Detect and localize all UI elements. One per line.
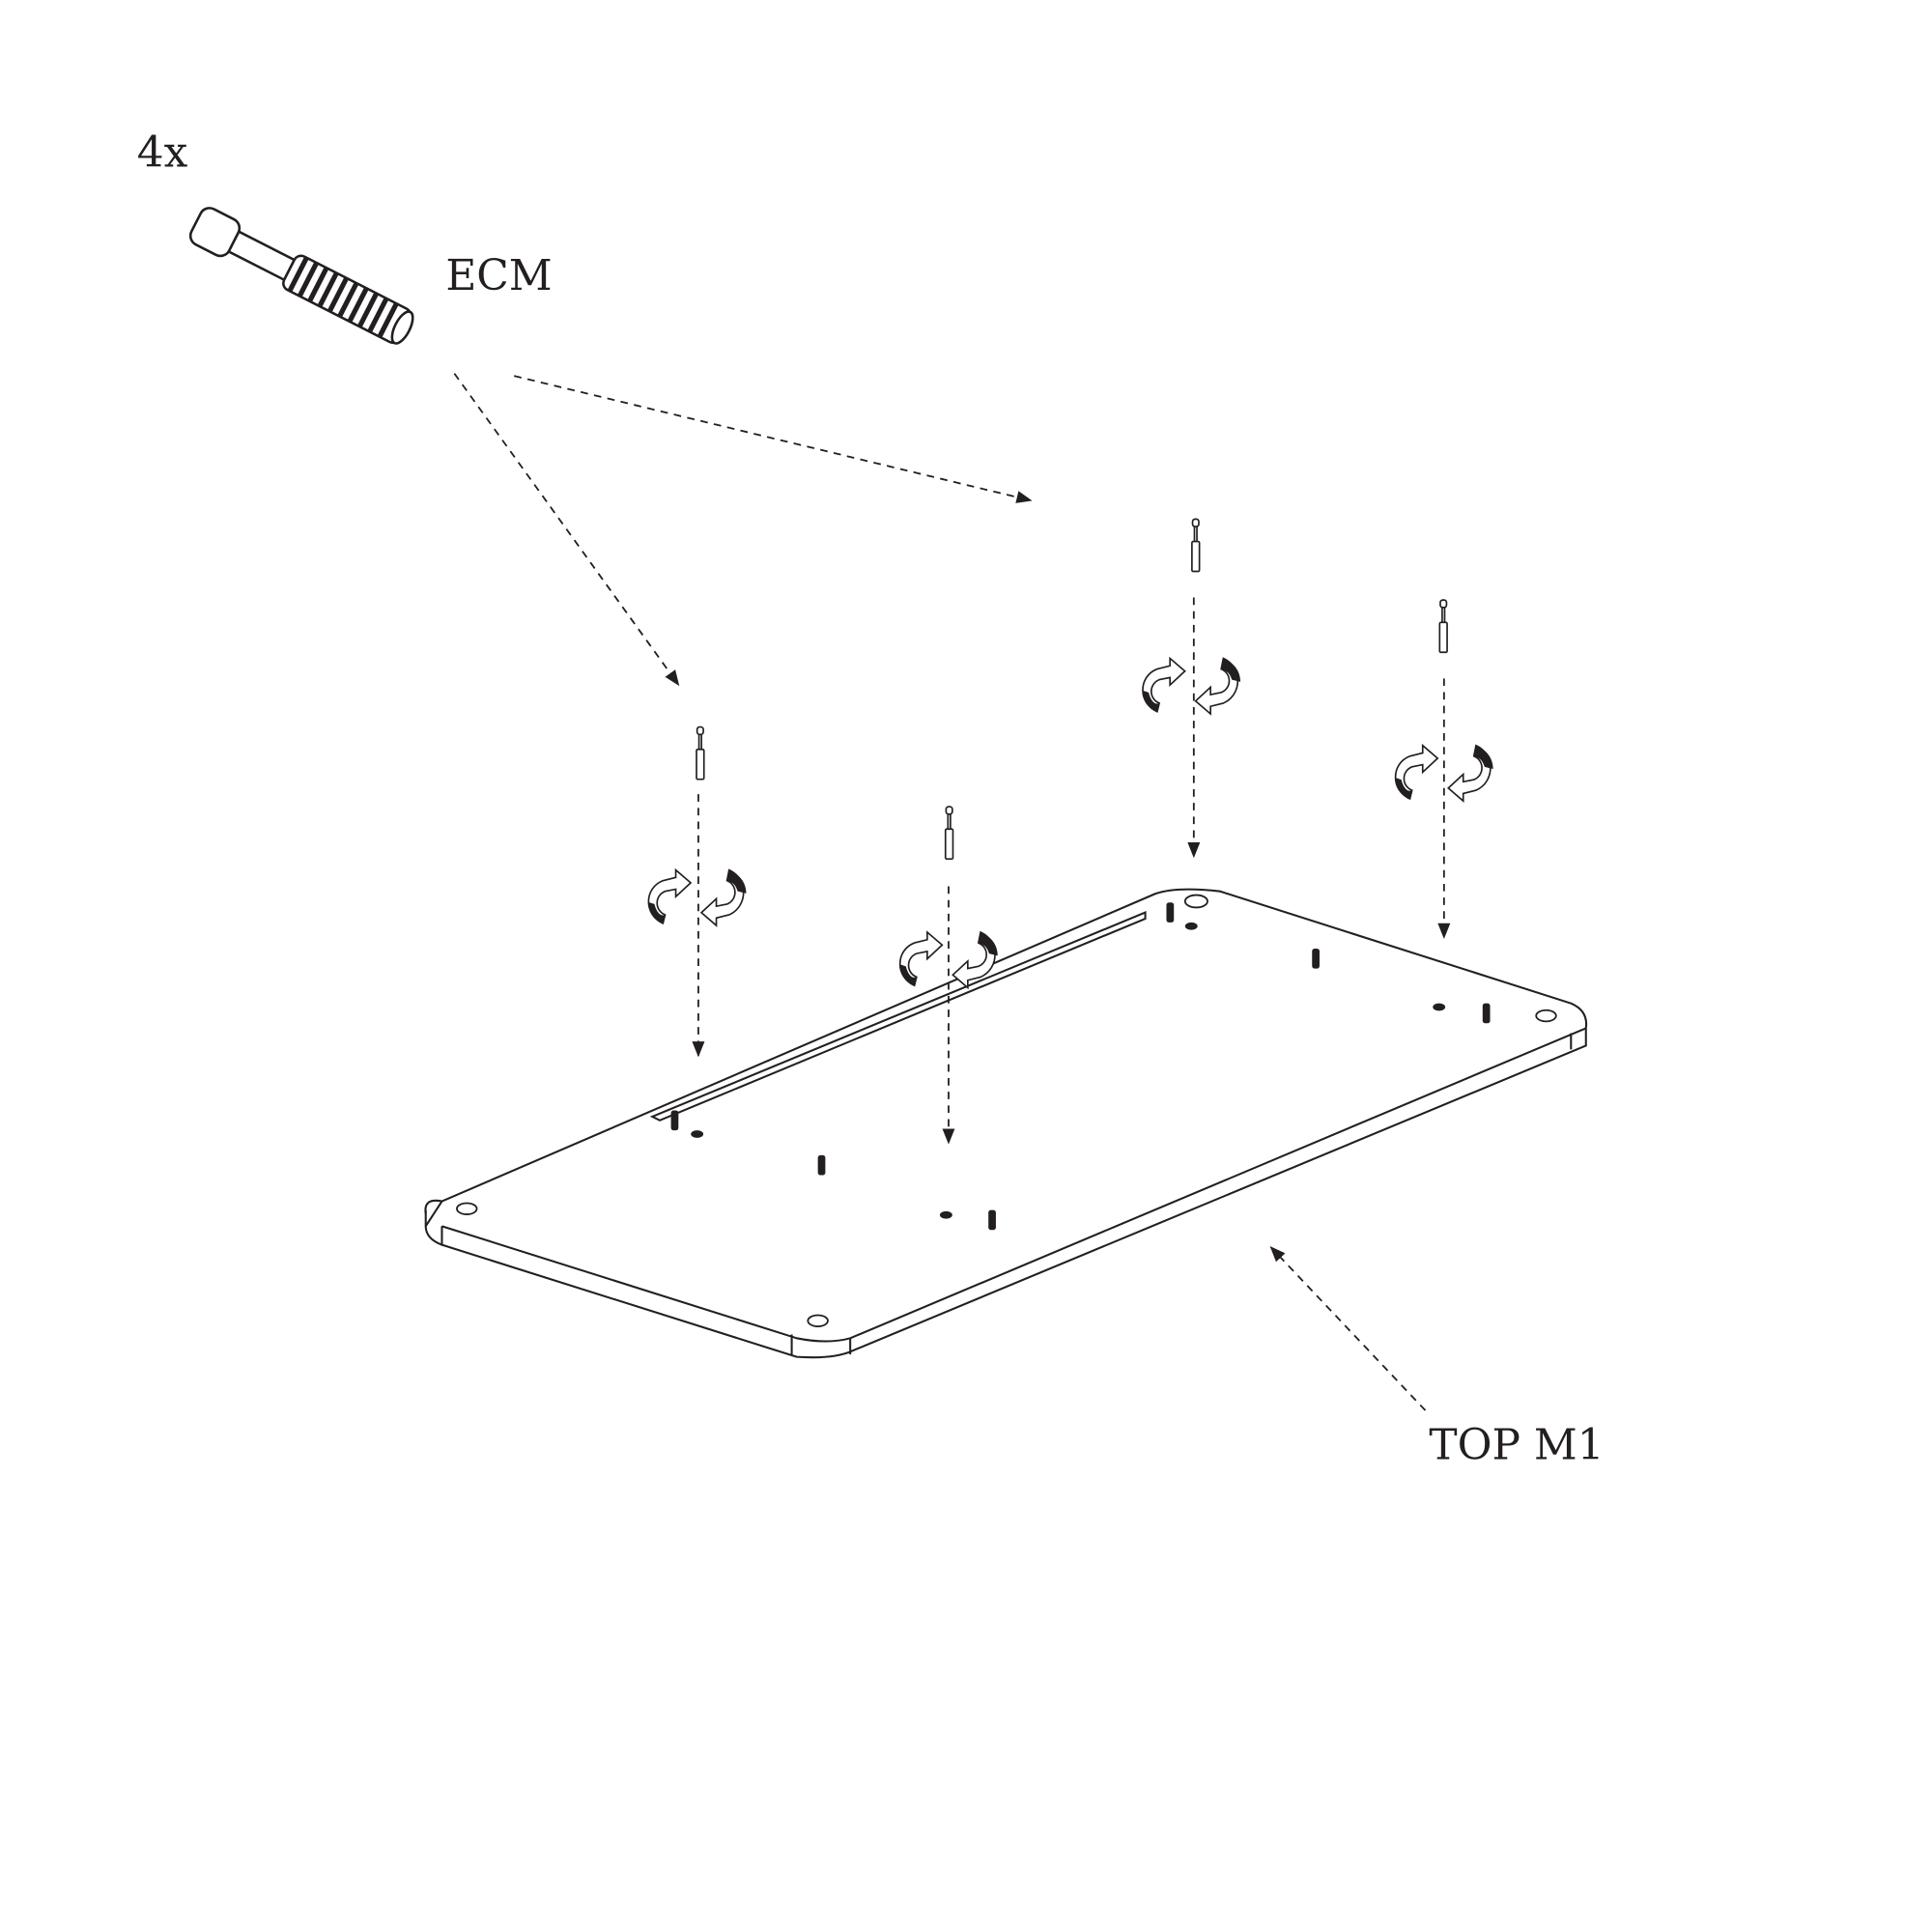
quantity-label: 4x xyxy=(137,128,188,178)
small-screw-icon xyxy=(696,725,705,781)
screw-position-2 xyxy=(898,806,999,1145)
plate-part-label: TOP M1 xyxy=(1429,1420,1604,1469)
rotate-clockwise-icon xyxy=(646,868,748,926)
guide-arrow-right xyxy=(514,375,1033,503)
screw-part-label: ECM xyxy=(445,251,552,300)
screw-position-4 xyxy=(1394,599,1494,939)
guide-arrow-left xyxy=(453,373,680,687)
rotate-clockwise-icon xyxy=(1141,657,1242,715)
small-screw-icon xyxy=(1438,599,1448,654)
plate-illustration xyxy=(424,888,1588,1359)
screw-position-3 xyxy=(1141,518,1242,859)
small-screw-icon xyxy=(1191,518,1201,573)
screw-icon xyxy=(188,207,414,345)
screw-position-1 xyxy=(646,725,748,1058)
plate-pointer-arrow xyxy=(1269,1246,1427,1411)
small-screw-icon xyxy=(944,806,954,861)
